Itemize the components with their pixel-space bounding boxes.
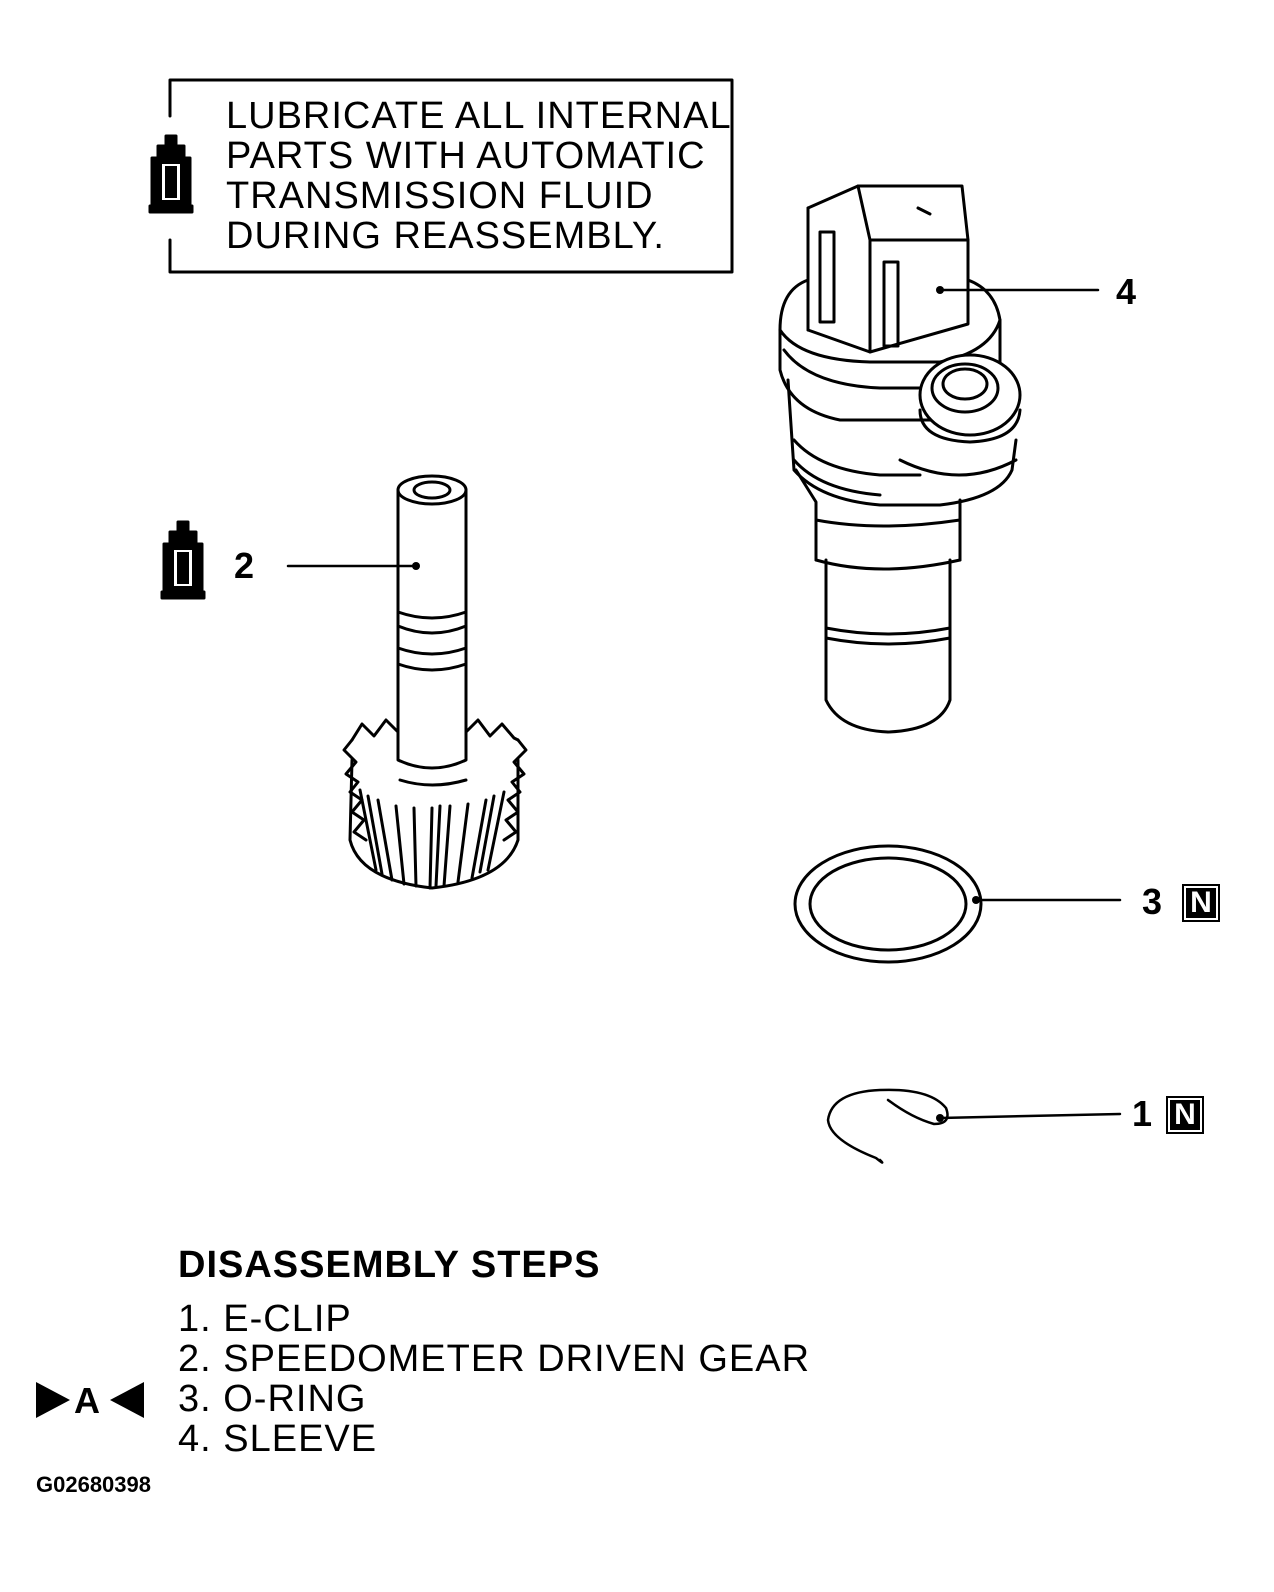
sleeve-part-drawing [778, 184, 1022, 734]
figure-id: G02680398 [36, 1472, 151, 1497]
callout-2: 2 [234, 545, 255, 586]
note-line-3: TRANSMISSION FLUID [226, 175, 654, 217]
step-2: 2. SPEEDOMETER DRIVEN GEAR [178, 1338, 811, 1380]
note-line-2: PARTS WITH AUTOMATIC [226, 135, 706, 177]
step-1: 1. E-CLIP [178, 1298, 352, 1340]
callout-3: 3 [1142, 881, 1163, 922]
note-line-4: DURING REASSEMBLY. [226, 215, 665, 257]
callout-1: 1 [1132, 1093, 1153, 1134]
note-line-1: LUBRICATE ALL INTERNAL [226, 95, 732, 137]
new-part-badge-3: N [1182, 884, 1220, 922]
steps-title: DISASSEMBLY STEPS [178, 1244, 601, 1286]
callout-4: 4 [1116, 271, 1137, 312]
fluid-bottle-icon-part2 [160, 520, 206, 600]
step-4: 4. SLEEVE [178, 1418, 378, 1460]
note-box-frame [168, 78, 734, 274]
o-ring-part-drawing [793, 844, 983, 964]
assembly-marker-label: A [74, 1380, 100, 1421]
e-clip-part-drawing [826, 1088, 949, 1164]
leader-dots [412, 286, 980, 1122]
new-part-badge-1: N [1166, 1096, 1204, 1134]
assembly-marker-triangles [36, 1382, 144, 1418]
driven-gear-part-drawing [342, 474, 528, 890]
fluid-bottle-icon-note [148, 134, 194, 214]
leader-lines [286, 288, 1122, 1120]
step-3: 3. O-RING [178, 1378, 367, 1420]
